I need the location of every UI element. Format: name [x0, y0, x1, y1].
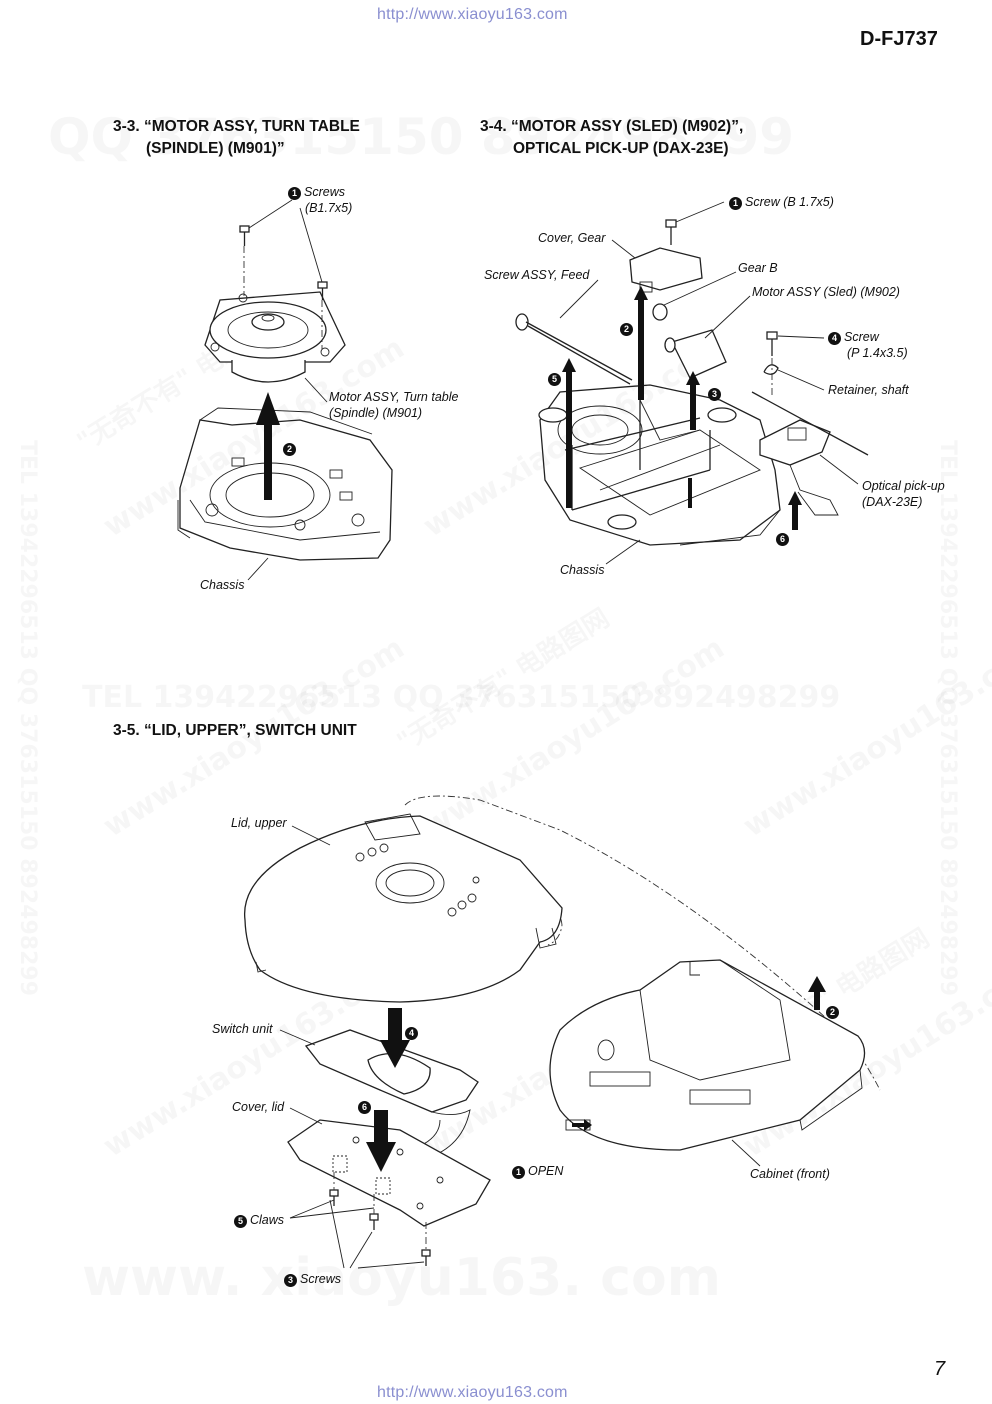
step-badge-3-5-2: 2 [826, 1003, 842, 1019]
section-3-3-title-line1: 3-3. “MOTOR ASSY, TURN TABLE [113, 118, 360, 135]
lid-switch-diagram [243, 795, 881, 1269]
step-badge-3-4-3: 3 [708, 385, 724, 401]
step-number-2: 2 [826, 1006, 839, 1019]
label-motor-turntable-text: Motor ASSY, Turn table [329, 390, 459, 404]
section-3-4-title-line2: OPTICAL PICK-UP (DAX-23E) [513, 140, 729, 157]
label-optical-pickup: Optical pick-up (DAX-23E) [862, 478, 945, 510]
label-screw-assy-feed: Screw ASSY, Feed [484, 268, 590, 282]
spindle-motor-diagram [177, 199, 393, 581]
label-claws-text: Claws [250, 1213, 285, 1227]
step-badge-3-4-6: 6 [776, 530, 792, 546]
label-lid-upper: Lid, upper [231, 816, 287, 830]
step-number-2: 2 [620, 323, 633, 336]
label-retainer-shaft: Retainer, shaft [828, 383, 909, 397]
step-number-3: 3 [708, 388, 721, 401]
step-number-4: 4 [828, 332, 841, 345]
label-motor-sled: Motor ASSY (Sled) (M902) [752, 285, 900, 299]
footer-url[interactable]: http://www.xiaoyu163.com [377, 1384, 568, 1401]
step-number-1: 1 [288, 187, 301, 200]
section-3-4-title: 3-4. “MOTOR ASSY (SLED) (M902)”, OPTICAL… [480, 116, 743, 160]
step-number-1: 1 [729, 197, 742, 210]
label-cabinet-front: Cabinet (front) [750, 1167, 830, 1181]
label-gear-b: Gear B [738, 261, 778, 275]
section-3-3-title-line2: (SPINDLE) (M901)” [146, 140, 285, 157]
label-motor-turntable: Motor ASSY, Turn table (Spindle) (M901) [329, 389, 458, 421]
label-screw-p-spec: (P 1.4x3.5) [847, 346, 908, 360]
header-url[interactable]: http://www.xiaoyu163.com [377, 6, 568, 23]
step-number-6: 6 [358, 1101, 371, 1114]
step-badge-3-5-4: 4 [405, 1024, 421, 1040]
label-screws-text: Screws [304, 185, 345, 199]
label-optical-pickup-text: Optical pick-up [862, 479, 945, 493]
section-3-5-title: 3-5. “LID, UPPER”, SWITCH UNIT [113, 722, 357, 739]
label-screw-p-text: Screw [844, 330, 879, 344]
label-motor-turntable-spec: (Spindle) (M901) [329, 406, 423, 420]
page-number: 7 [934, 1358, 946, 1380]
step-badge-3-3-2: 2 [283, 440, 299, 456]
label-chassis-3-4: Chassis [560, 563, 605, 577]
label-open-text: OPEN [528, 1164, 564, 1178]
label-chassis-3-3: Chassis [200, 578, 245, 592]
section-3-3-title: 3-3. “MOTOR ASSY, TURN TABLE (SPINDLE) (… [113, 116, 360, 160]
step-badge-3-4-5: 5 [548, 370, 564, 386]
label-cover-gear: Cover, Gear [538, 231, 606, 245]
section-3-4-title-line1: 3-4. “MOTOR ASSY (SLED) (M902)”, [480, 118, 744, 135]
step-badge-3-4-2: 2 [620, 320, 636, 336]
step-number-2: 2 [283, 443, 296, 456]
sled-pickup-diagram [515, 201, 869, 565]
step-number-4: 4 [405, 1027, 418, 1040]
label-cover-lid: Cover, lid [232, 1100, 285, 1114]
label-screw-b-text: Screw (B 1.7x5) [745, 195, 834, 209]
step-number-1: 1 [512, 1166, 525, 1179]
step-number-5: 5 [548, 373, 561, 386]
step-badge-3-5-6: 6 [358, 1098, 374, 1114]
label-switch-unit: Switch unit [212, 1022, 273, 1036]
step-number-6: 6 [776, 533, 789, 546]
model-number: D-FJ737 [860, 28, 938, 50]
label-screws-spec: (B1.7x5) [305, 201, 353, 215]
step-number-3: 3 [284, 1274, 297, 1287]
step-number-5: 5 [234, 1215, 247, 1228]
label-optical-pickup-spec: (DAX-23E) [862, 495, 923, 509]
label-screws-3-5-text: Screws [300, 1272, 341, 1286]
